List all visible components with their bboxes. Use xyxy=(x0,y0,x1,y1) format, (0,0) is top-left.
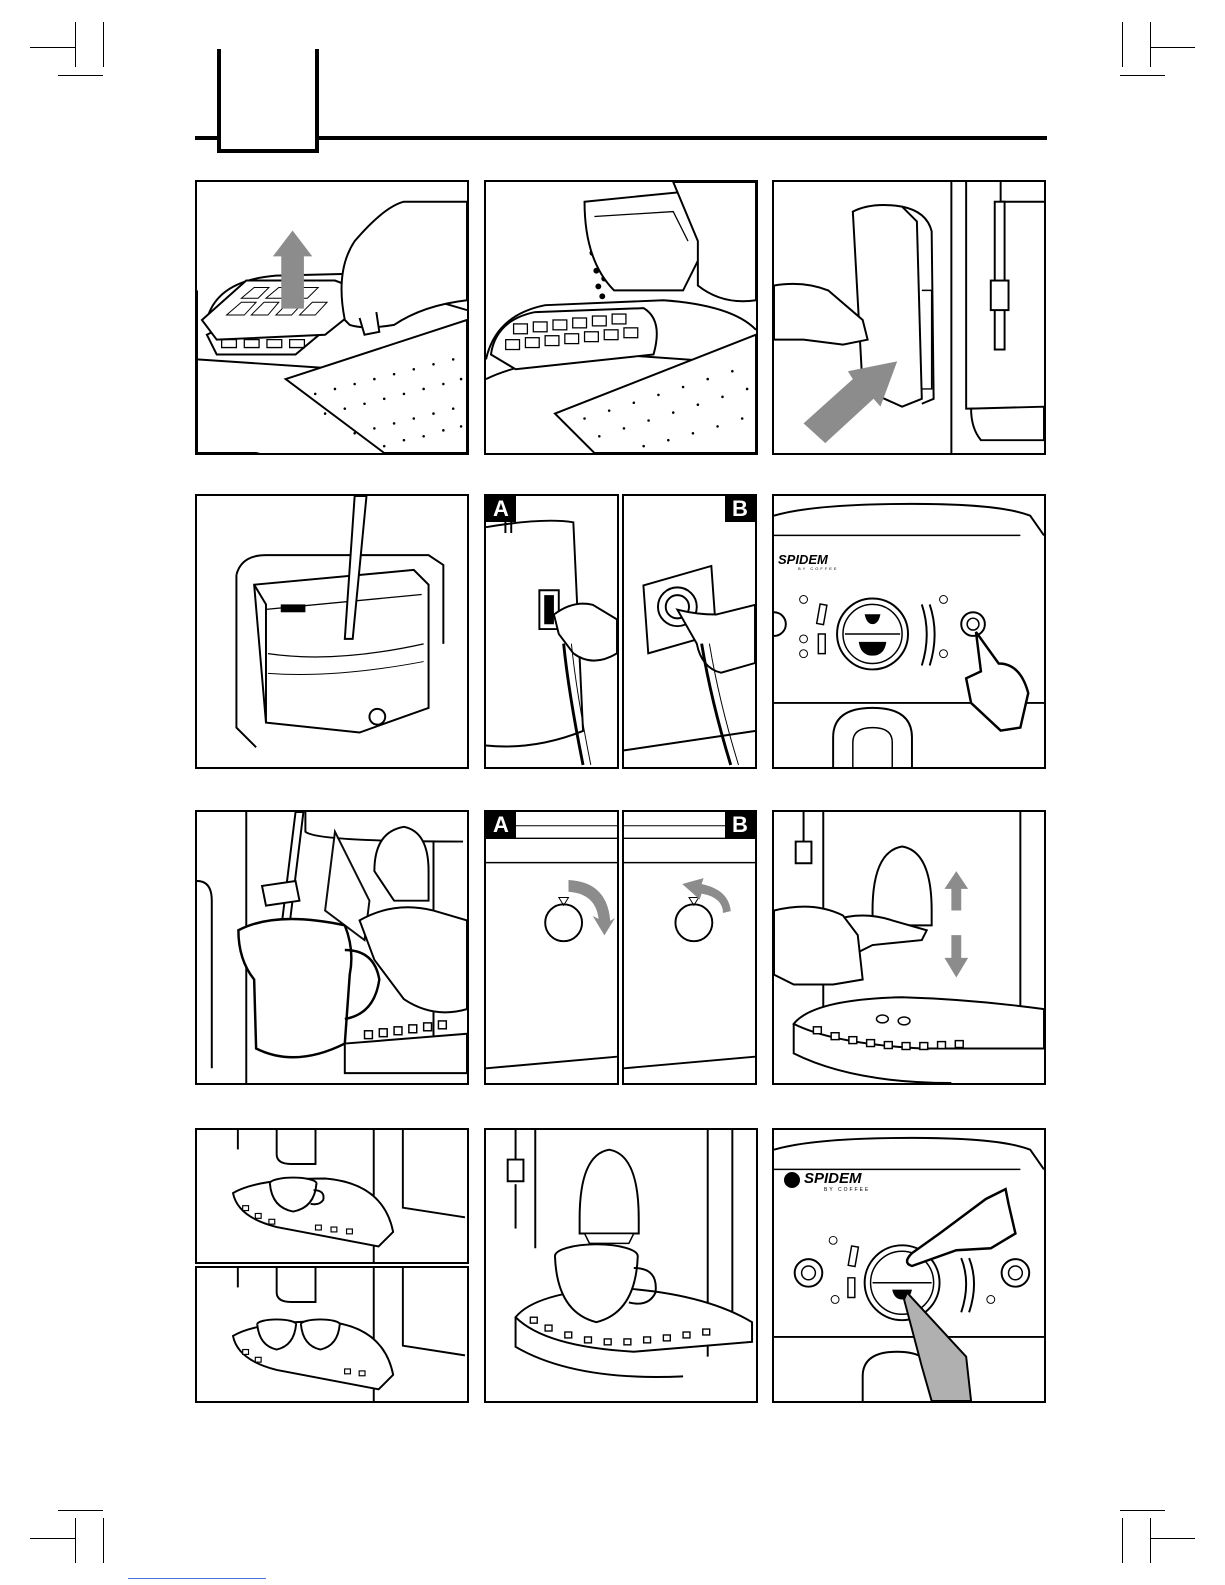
crop-mark-top-left-v2 xyxy=(103,22,104,67)
panel-two-cups xyxy=(195,1266,469,1403)
panel-plug-cable-b: B xyxy=(622,494,757,769)
panel-froth-milk xyxy=(195,810,469,1085)
illustration-fill-water xyxy=(197,496,467,767)
panel-plug-cable-a: A xyxy=(484,494,619,769)
illustration-single-cup xyxy=(197,1130,467,1262)
illustration-two-cups xyxy=(197,1268,467,1401)
variant-b-label-2: B xyxy=(725,812,755,838)
illustration-fill-beans xyxy=(486,182,756,453)
panel-select-cup: SPIDEM BY COFFEE xyxy=(772,1128,1046,1403)
brand-logo-small: SPIDEM xyxy=(778,552,828,567)
illustration-plug-cable-b xyxy=(624,496,755,767)
brand-logo-icon xyxy=(784,1172,800,1188)
illustration-remove-grid xyxy=(197,182,467,453)
variant-a-label: A xyxy=(486,496,516,522)
brand-subtitle-small: BY COFFEE xyxy=(798,566,839,571)
crop-mark-top-left-h2 xyxy=(58,75,103,76)
crop-mark-top-right-h xyxy=(1150,47,1195,48)
variant-b-label: B xyxy=(725,496,755,522)
crop-mark-top-left-h xyxy=(30,47,75,48)
panel-large-cup xyxy=(484,1128,758,1403)
illustration-remove-tank xyxy=(774,182,1044,453)
brand-logo-large: SPIDEM xyxy=(804,1170,862,1187)
crop-mark-bottom-right-v xyxy=(1122,1518,1123,1563)
crop-mark-bottom-left-v xyxy=(75,1518,76,1563)
header-tab xyxy=(217,49,319,153)
crop-mark-bottom-right-h xyxy=(1120,1510,1165,1511)
illustration-plug-cable-a xyxy=(486,496,617,767)
crop-mark-bottom-right-h2 xyxy=(1150,1538,1195,1539)
variant-a-label-2: A xyxy=(486,812,516,838)
panel-remove-grid xyxy=(195,180,469,455)
illustration-dial-b xyxy=(624,812,755,1083)
panel-adjust-spout xyxy=(772,810,1046,1085)
illustration-froth-milk xyxy=(197,812,467,1083)
crop-mark-top-right-v xyxy=(1122,22,1123,67)
illustration-large-cup xyxy=(486,1130,756,1401)
header-rule xyxy=(195,136,1047,140)
panel-fill-beans xyxy=(484,180,758,455)
panel-dial-b: B xyxy=(622,810,757,1085)
illustration-adjust-spout xyxy=(774,812,1044,1083)
illustration-power-on xyxy=(774,496,1044,767)
crop-mark-bottom-right-v2 xyxy=(1150,1518,1151,1563)
panel-fill-water xyxy=(195,494,469,769)
crop-mark-bottom-left-v2 xyxy=(103,1518,104,1563)
panel-single-cup xyxy=(195,1128,469,1264)
crop-mark-top-right-v2 xyxy=(1150,22,1151,67)
crop-mark-top-right-h2 xyxy=(1120,75,1165,76)
header-tab-top-edge xyxy=(217,49,221,139)
panel-dial-a: A xyxy=(484,810,619,1085)
footer-link-underline xyxy=(128,1578,266,1579)
crop-mark-bottom-left-h2 xyxy=(30,1538,75,1539)
panel-power-on: SPIDEM BY COFFEE xyxy=(772,494,1046,769)
panel-remove-tank xyxy=(772,180,1046,455)
brand-subtitle-large: BY COFFEE xyxy=(824,1187,870,1193)
crop-mark-bottom-left-h xyxy=(58,1510,103,1511)
crop-mark-top-left-v xyxy=(75,22,76,67)
illustration-dial-a xyxy=(486,812,617,1083)
